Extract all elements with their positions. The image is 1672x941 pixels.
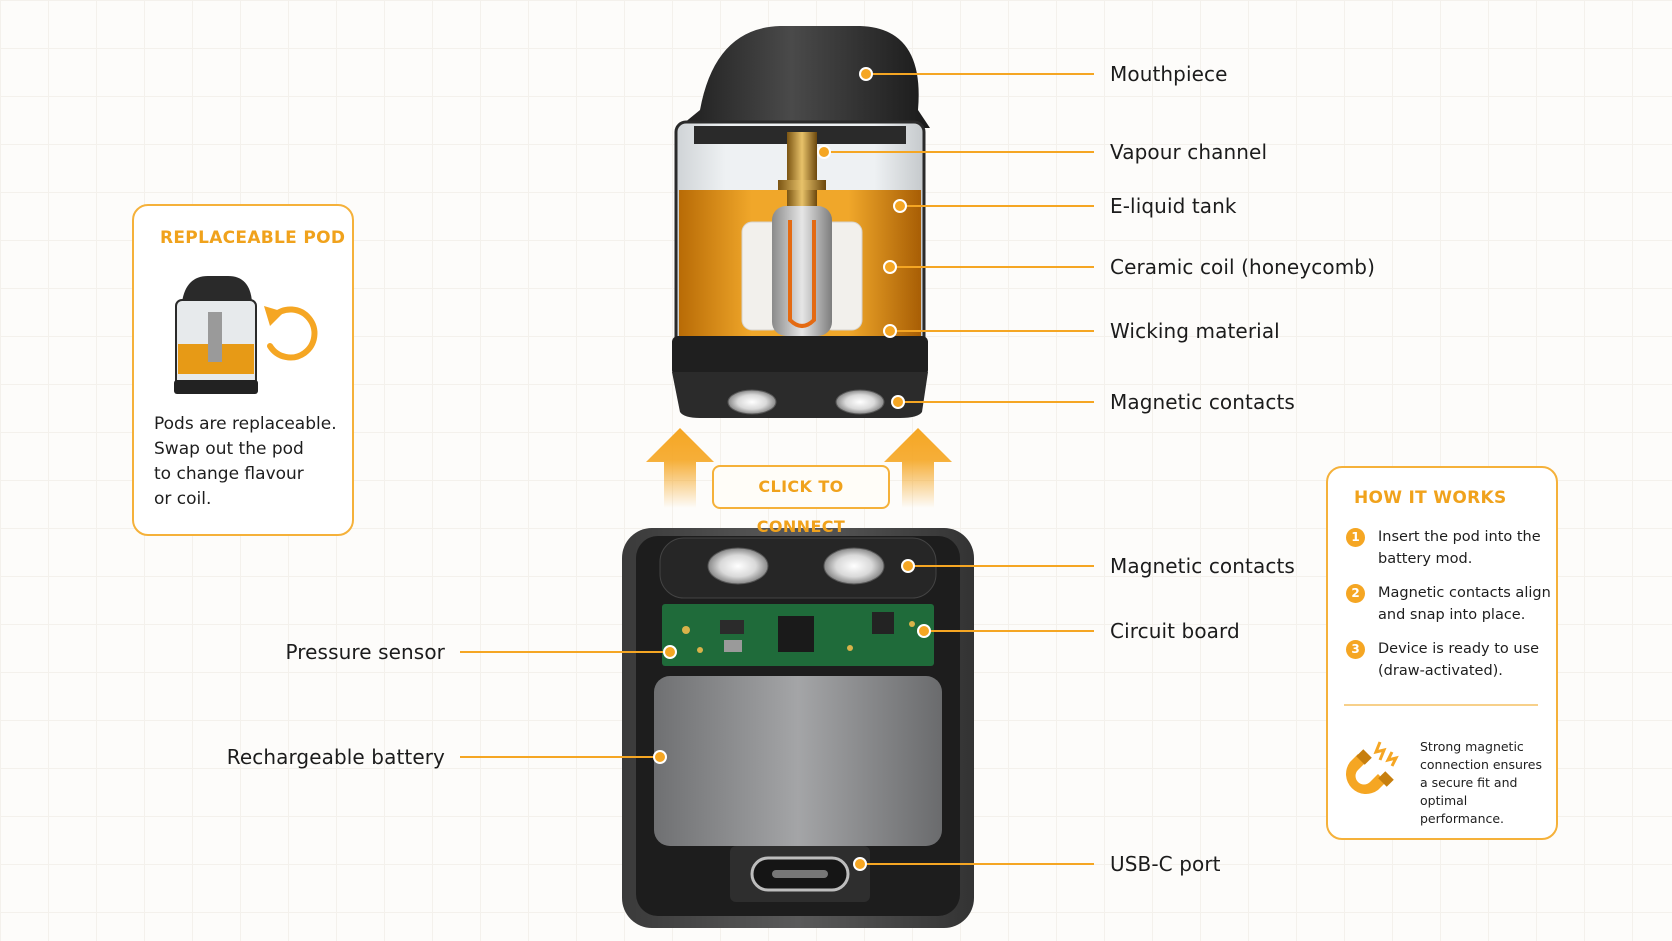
label-ceramic-coil: Ceramic coil (honeycomb) (1110, 255, 1375, 279)
replaceable-pod-card: REPLACEABLE POD Pods are replaceable. Sw… (132, 204, 354, 536)
step-text: Magnetic contacts align and snap into pl… (1378, 582, 1558, 626)
step-number-badge: 2 (1346, 584, 1365, 603)
pod-contact-right (835, 389, 885, 415)
card-divider (1344, 704, 1538, 706)
how-step-1: 1 Insert the pod into the battery mod. (1346, 526, 1546, 574)
battery-shape (654, 676, 942, 846)
label-pressure-sensor: Pressure sensor (285, 640, 445, 664)
step-line: battery mod. (1378, 551, 1473, 567)
replaceable-pod-description: Pods are replaceable. Swap out the pod t… (154, 412, 344, 512)
pod-contact-left (727, 389, 777, 415)
vapour-channel-tube (787, 132, 817, 220)
step-line: Device is ready to use (1378, 641, 1540, 657)
label-vapour-channel: Vapour channel (1110, 140, 1268, 164)
battery-mod[interactable] (622, 528, 974, 928)
pod-desc-line: to change flavour (154, 464, 304, 484)
pod-thumbnail-icon (174, 276, 258, 394)
how-it-works-card: HOW IT WORKS 1 Insert the pod into the b… (1326, 466, 1558, 840)
callout-lines (460, 73, 1094, 865)
how-step-2: 2 Magnetic contacts align and snap into … (1346, 582, 1551, 630)
note-line: connection ensures (1420, 757, 1542, 772)
step-line: (draw-activated). (1378, 663, 1503, 679)
magnetic-note: Strong magnetic connection ensures a sec… (1420, 738, 1550, 828)
replaceable-pod-title: REPLACEABLE POD (160, 228, 346, 248)
how-step-3: 3 Device is ready to use (draw-activated… (1346, 638, 1546, 686)
mouthpiece-shape (678, 26, 930, 128)
label-circuit-board: Circuit board (1110, 619, 1240, 643)
mod-contact-left (707, 547, 769, 585)
note-line: a secure fit and (1420, 775, 1518, 790)
mod-contact-right (823, 547, 885, 585)
label-mod-magnetic-contacts: Magnetic contacts (1110, 554, 1295, 578)
pod-desc-line: Swap out the pod (154, 439, 304, 459)
label-usb-c-port: USB-C port (1110, 852, 1221, 876)
pod[interactable] (672, 26, 930, 418)
how-it-works-title: HOW IT WORKS (1354, 488, 1507, 508)
magnet-icon (1346, 741, 1399, 794)
label-wicking-material: Wicking material (1110, 319, 1280, 343)
note-line: optimal performance. (1420, 793, 1505, 826)
note-line: Strong magnetic (1420, 739, 1524, 754)
step-line: Insert the pod into the (1378, 529, 1541, 545)
connect-arrows (646, 428, 952, 508)
step-line: and snap into place. (1378, 607, 1526, 623)
step-line: Magnetic contacts align (1378, 585, 1551, 601)
pod-desc-line: or coil. (154, 489, 212, 509)
callout-dots (653, 67, 931, 871)
pod-desc-line: Pods are replaceable. (154, 414, 337, 434)
label-rechargeable-battery: Rechargeable battery (226, 745, 445, 769)
label-mouthpiece: Mouthpiece (1110, 62, 1228, 86)
label-e-liquid-tank: E-liquid tank (1110, 194, 1237, 218)
label-pod-magnetic-contacts: Magnetic contacts (1110, 390, 1295, 414)
swap-rotate-icon (264, 306, 318, 361)
step-text: Device is ready to use (draw-activated). (1378, 638, 1558, 682)
step-number-badge: 1 (1346, 528, 1365, 547)
click-to-connect-button[interactable]: CLICK TO CONNECT (712, 465, 890, 536)
ceramic-coil-shape (772, 206, 832, 336)
step-text: Insert the pod into the battery mod. (1378, 526, 1558, 570)
step-number-badge: 3 (1346, 640, 1365, 659)
